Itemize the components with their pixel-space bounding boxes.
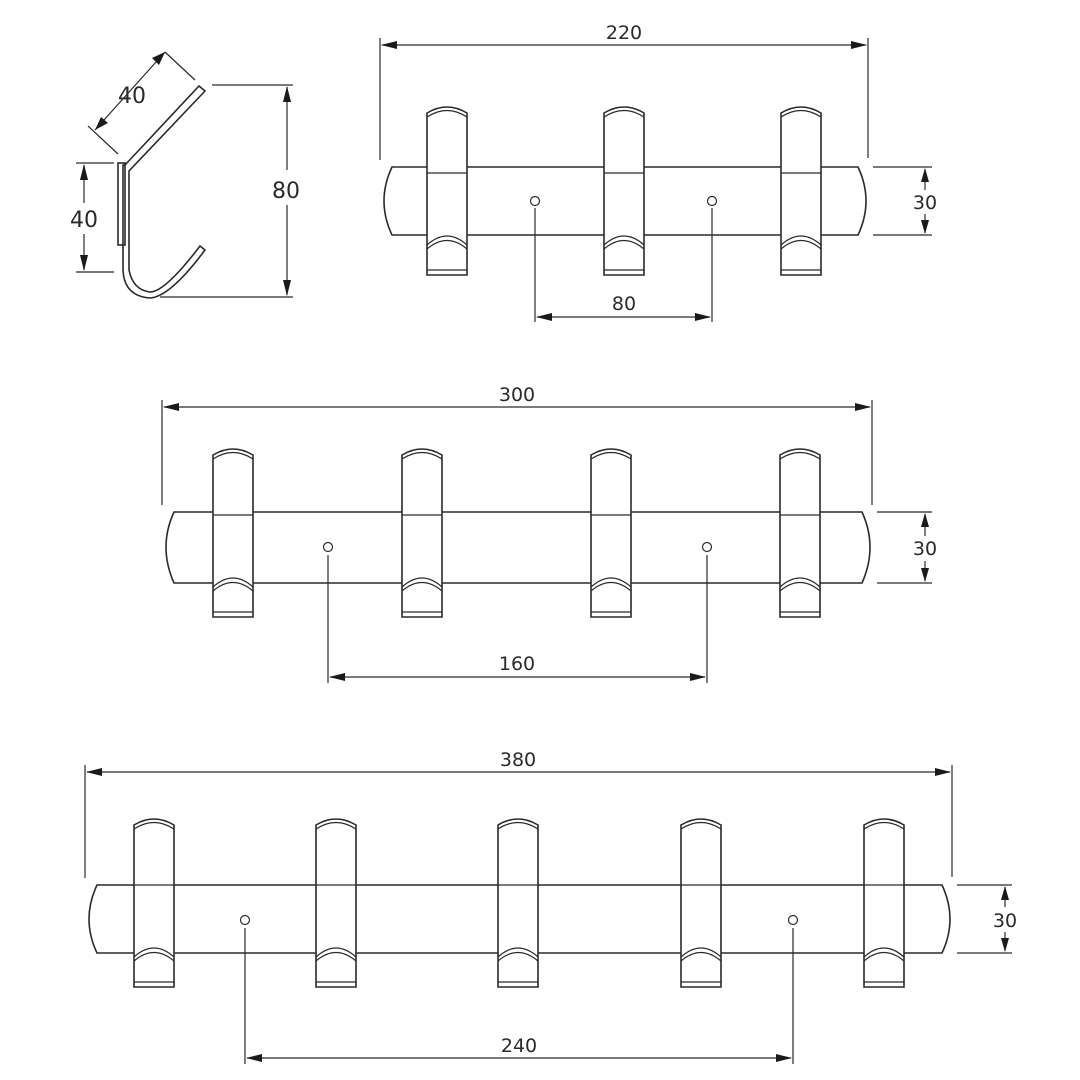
rack3-height-label: 30 — [993, 910, 1017, 932]
rack2-height-label: 30 — [913, 538, 937, 560]
rack3-hook — [680, 818, 722, 988]
rack1-hole-spacing-label: 80 — [612, 293, 636, 315]
rack2-bar — [165, 511, 871, 584]
rack1-height-label: 30 — [913, 192, 937, 214]
side-plate-height-label: 40 — [70, 208, 98, 233]
side-total-height-label: 80 — [272, 179, 300, 204]
side-view: 40 40 80 — [70, 51, 300, 299]
rack2-hole-spacing-label: 160 — [499, 653, 535, 675]
rack1-mount-hole — [706, 195, 718, 207]
side-arm-length-label: 40 — [118, 84, 146, 109]
rack3-mount-hole — [239, 914, 251, 926]
rack-4-hooks: 300 160 30 — [161, 384, 937, 683]
rack1-hook — [603, 106, 645, 276]
rack3-hook — [133, 818, 175, 988]
rack2-hook — [212, 448, 254, 618]
rack1-hook — [426, 106, 468, 276]
rack2-hook — [401, 448, 443, 618]
rack3-overall-length-label: 380 — [500, 749, 536, 771]
rack1-overall-length-label: 220 — [606, 22, 642, 44]
rack2-mount-hole — [701, 541, 713, 553]
rack3-mount-hole — [787, 914, 799, 926]
rack-3-hooks: 220 80 30 — [379, 22, 937, 322]
rack3-hook — [315, 818, 357, 988]
rack3-hook — [497, 818, 539, 988]
mounting-plate — [117, 162, 126, 246]
rack2-hook — [779, 448, 821, 618]
rack1-mount-hole — [529, 195, 541, 207]
rack3-hook — [863, 818, 905, 988]
rack3-hole-spacing-label: 240 — [501, 1035, 537, 1057]
hook-profile — [122, 84, 207, 299]
rack2-hook — [590, 448, 632, 618]
rack2-mount-hole — [322, 541, 334, 553]
rack-5-hooks: 380 240 30 — [84, 749, 1017, 1064]
rack1-hook — [780, 106, 822, 276]
rack2-overall-length-label: 300 — [499, 384, 535, 406]
